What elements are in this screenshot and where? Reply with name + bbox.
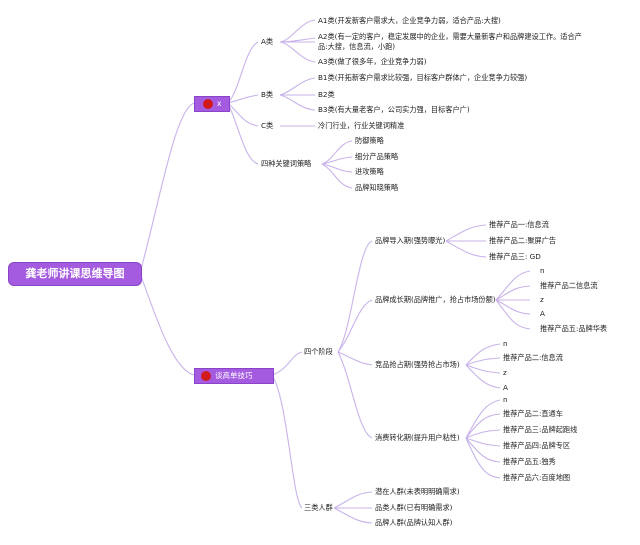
audience-item-1: 潜在人群(未表明明确需求): [375, 487, 460, 496]
group-c-item-1: 冷门行业，行业关键词精准: [318, 121, 405, 130]
stage-4-label: 消费转化期(提升用户粘性): [375, 433, 460, 442]
stage-4-child-2: 推荐产品二:直通车: [503, 409, 563, 418]
keyword-strategy-item-4: 品牌知晓策略: [355, 183, 399, 192]
stage-2-child-3: z: [540, 295, 544, 304]
root-node: 龚老师讲课思维导图: [8, 262, 142, 286]
stage-3-child-4: A: [503, 383, 508, 392]
audience-label: 三类人群: [304, 503, 333, 512]
group-a-label: A类: [261, 37, 274, 46]
group-a-item-3: A3类(做了很多年，企业竞争力弱): [318, 57, 427, 66]
stage-2-child-2: 推荐产品二信息流: [540, 281, 598, 290]
stage-1-label: 品牌导入期(强势曝光): [375, 236, 446, 245]
keyword-strategy-item-2: 细分产品策略: [355, 152, 399, 161]
stage-2-child-4: A: [540, 309, 545, 318]
red-circle-icon: [201, 371, 211, 381]
branch1-marker: x: [217, 99, 222, 108]
keyword-strategy-label: 四种关键词策略: [261, 159, 312, 168]
stage-4-child-1: n: [503, 395, 508, 404]
branch1-node: x: [194, 96, 230, 112]
stage-3-child-3: z: [503, 368, 507, 377]
stage-1-child-1: 推荐产品一:信息流: [489, 220, 549, 229]
audience-item-2: 品类人群(已有明确需求): [375, 503, 453, 512]
group-b-item-1: B1类(开拓新客户需求比较强，目标客户群体广，企业竞争力较强): [318, 73, 528, 82]
group-a-item-2: A2类(有一定的客户，稳定发展中的企业，需要大量新客户和品牌建设工作。适合产品:…: [318, 32, 582, 51]
keyword-strategy-item-3: 进攻策略: [355, 167, 384, 176]
group-c-label: C类: [261, 121, 274, 130]
group-a-item-1: A1类(开发新客户需求大，企业竞争力弱，适合产品:大搜): [318, 16, 501, 25]
stage-2-child-5: 推荐产品五:品牌华表: [540, 324, 608, 333]
connector-root-branch1: [139, 102, 195, 274]
keyword-strategy-item-1: 防御策略: [355, 136, 384, 145]
stage-4-child-6: 推荐产品六:百度地图: [503, 473, 571, 482]
stage-1-child-3: 推荐产品三: GD: [489, 252, 541, 261]
audience-item-3: 品牌人群(品牌认知人群): [375, 518, 453, 527]
stage-2-child-1: n: [540, 266, 545, 275]
stage-3-child-2: 推荐产品二:信息流: [503, 353, 563, 362]
group-b-item-3: B3类(有大量老客户，公司实力强，目标客户广): [318, 105, 470, 114]
group-b-item-2: B2类: [318, 90, 335, 99]
red-circle-cross-icon: [203, 99, 213, 109]
stage-3-label: 竞品抢占期(强势抢占市场): [375, 360, 460, 369]
stage-1-child-2: 推荐产品二:聚屏广告: [489, 236, 557, 245]
stage-3-child-1: n: [503, 339, 508, 348]
stage-4-child-3: 推荐产品三:品牌起跑线: [503, 425, 578, 434]
stage-2-label: 品牌成长期(品牌推广，抢占市场份额): [375, 295, 496, 304]
branch2-label: 谈高单技巧: [215, 371, 253, 380]
branch2-node: 谈高单技巧: [194, 368, 274, 384]
group-b-label: B类: [261, 90, 274, 99]
stages-label: 四个阶段: [304, 347, 333, 356]
connector-root-branch2: [139, 272, 195, 376]
stage-4-child-4: 推荐产品四:品牌专区: [503, 441, 571, 450]
stage-4-child-5: 推荐产品五:独秀: [503, 457, 556, 466]
